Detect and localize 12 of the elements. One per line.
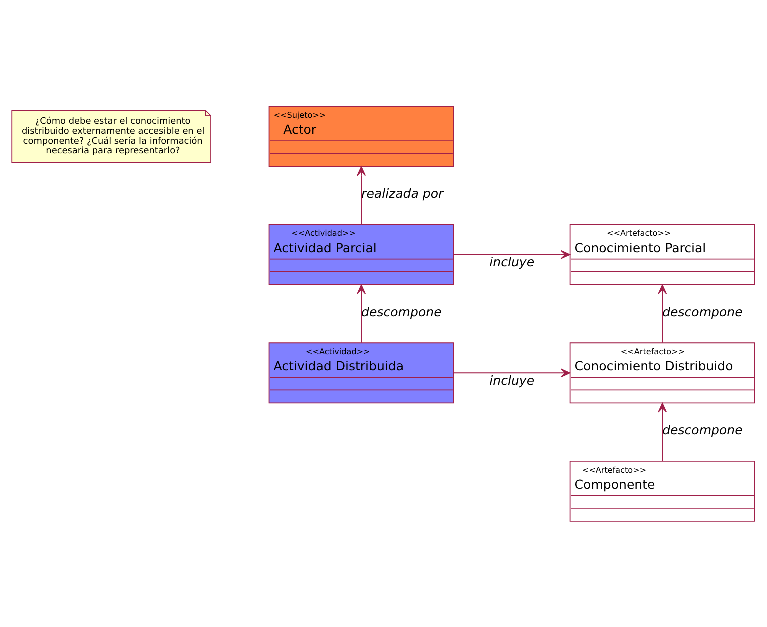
arrow: [453, 368, 571, 378]
arrow: [357, 284, 366, 343]
arrow: [453, 250, 571, 259]
edge-label: descompone: [662, 422, 743, 438]
arrow: [658, 402, 668, 462]
edge-label: descompone: [662, 304, 743, 319]
edge-label: realizada por: [362, 186, 444, 201]
edge-label: descompone: [362, 304, 442, 319]
arrow: [658, 284, 668, 343]
edge-label: incluye: [490, 254, 535, 270]
edge-label: incluye: [490, 372, 535, 388]
arrow: [357, 166, 366, 225]
